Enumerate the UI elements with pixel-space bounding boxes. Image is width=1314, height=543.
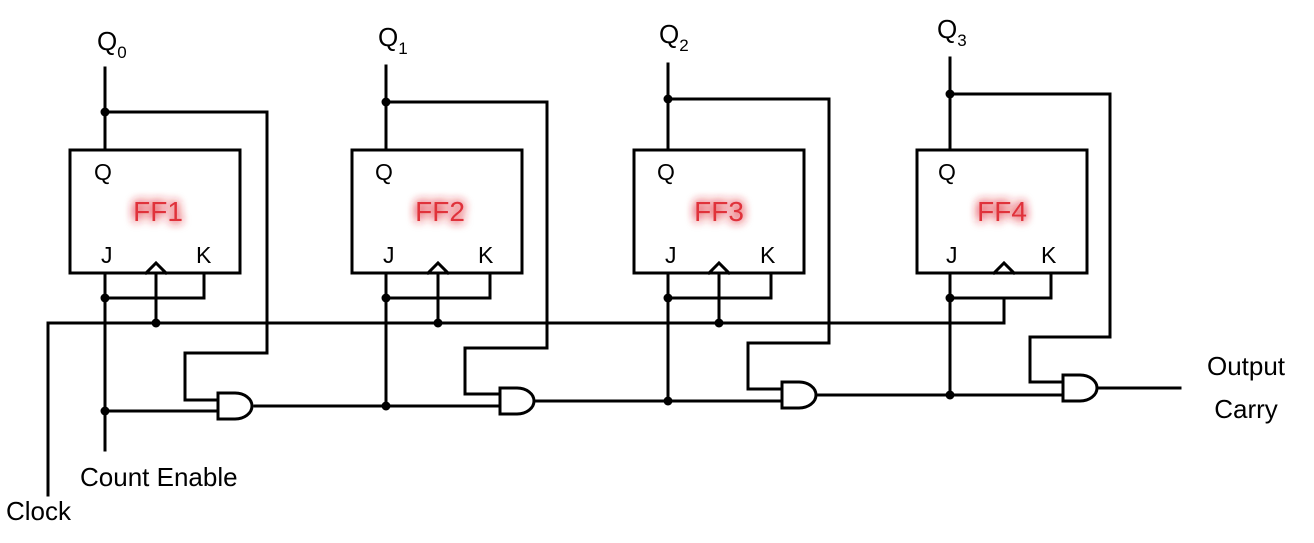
ff4-q-pin-label: Q — [938, 159, 956, 185]
count-enable-label: Count Enable — [80, 462, 238, 492]
ff2-q-pin-label: Q — [375, 159, 393, 185]
ff3-k-pin-label: K — [760, 242, 776, 268]
ff1-jk-tie — [103, 271, 206, 300]
ff3-box — [632, 148, 806, 275]
ff3-j-pin-label: J — [665, 242, 677, 268]
ff2-jk-tie — [384, 271, 492, 300]
junction-dots — [100, 89, 955, 416]
q1-output-label: Q1 — [378, 22, 408, 58]
ff3-clock-triangle — [706, 260, 732, 276]
ff4-j-pin-label: J — [946, 242, 958, 268]
ff4-clock-triangle — [991, 260, 1017, 276]
ff2-name-label: FF2 — [415, 196, 465, 227]
ff4-box — [915, 148, 1089, 275]
q2-output-label: Q2 — [659, 19, 689, 55]
ff3-q-feedback — [666, 97, 831, 391]
ff2-k-pin-label: K — [478, 242, 494, 268]
clock-label: Clock — [6, 496, 72, 526]
ff3-name-label: FF3 — [694, 196, 744, 227]
and-gate-3 — [780, 380, 818, 410]
and-gate-1 — [216, 391, 254, 421]
ff1-clock-triangle — [143, 260, 169, 276]
ff1-q-pin-label: Q — [94, 159, 112, 185]
ff4-k-pin-label: K — [1041, 242, 1057, 268]
ff4-name-label: FF4 — [977, 196, 1027, 227]
ff3-jk-tie — [666, 271, 773, 300]
ff2-q-feedback — [384, 100, 549, 396]
q0-output-label: Q0 — [97, 26, 127, 62]
ff2-j-pin-label: J — [383, 242, 395, 268]
q3-output-label: Q3 — [937, 14, 967, 50]
and-gate-4 — [1061, 373, 1099, 403]
ff1-k-pin-label: K — [196, 242, 212, 268]
ff1-name-label: FF1 — [133, 196, 183, 227]
ff2-clock-triangle — [425, 260, 451, 276]
ff4-jk-tie — [948, 271, 1053, 300]
ff1-j-pin-label: J — [101, 242, 113, 268]
carry-label: Carry — [1214, 394, 1278, 424]
output-label: Output — [1207, 351, 1286, 381]
ff4-q-feedback — [948, 92, 1112, 384]
clock-bus — [46, 298, 1006, 497]
ff1-q-feedback — [103, 110, 269, 402]
and-gate-2 — [498, 386, 536, 416]
ff3-q-pin-label: Q — [657, 159, 675, 185]
